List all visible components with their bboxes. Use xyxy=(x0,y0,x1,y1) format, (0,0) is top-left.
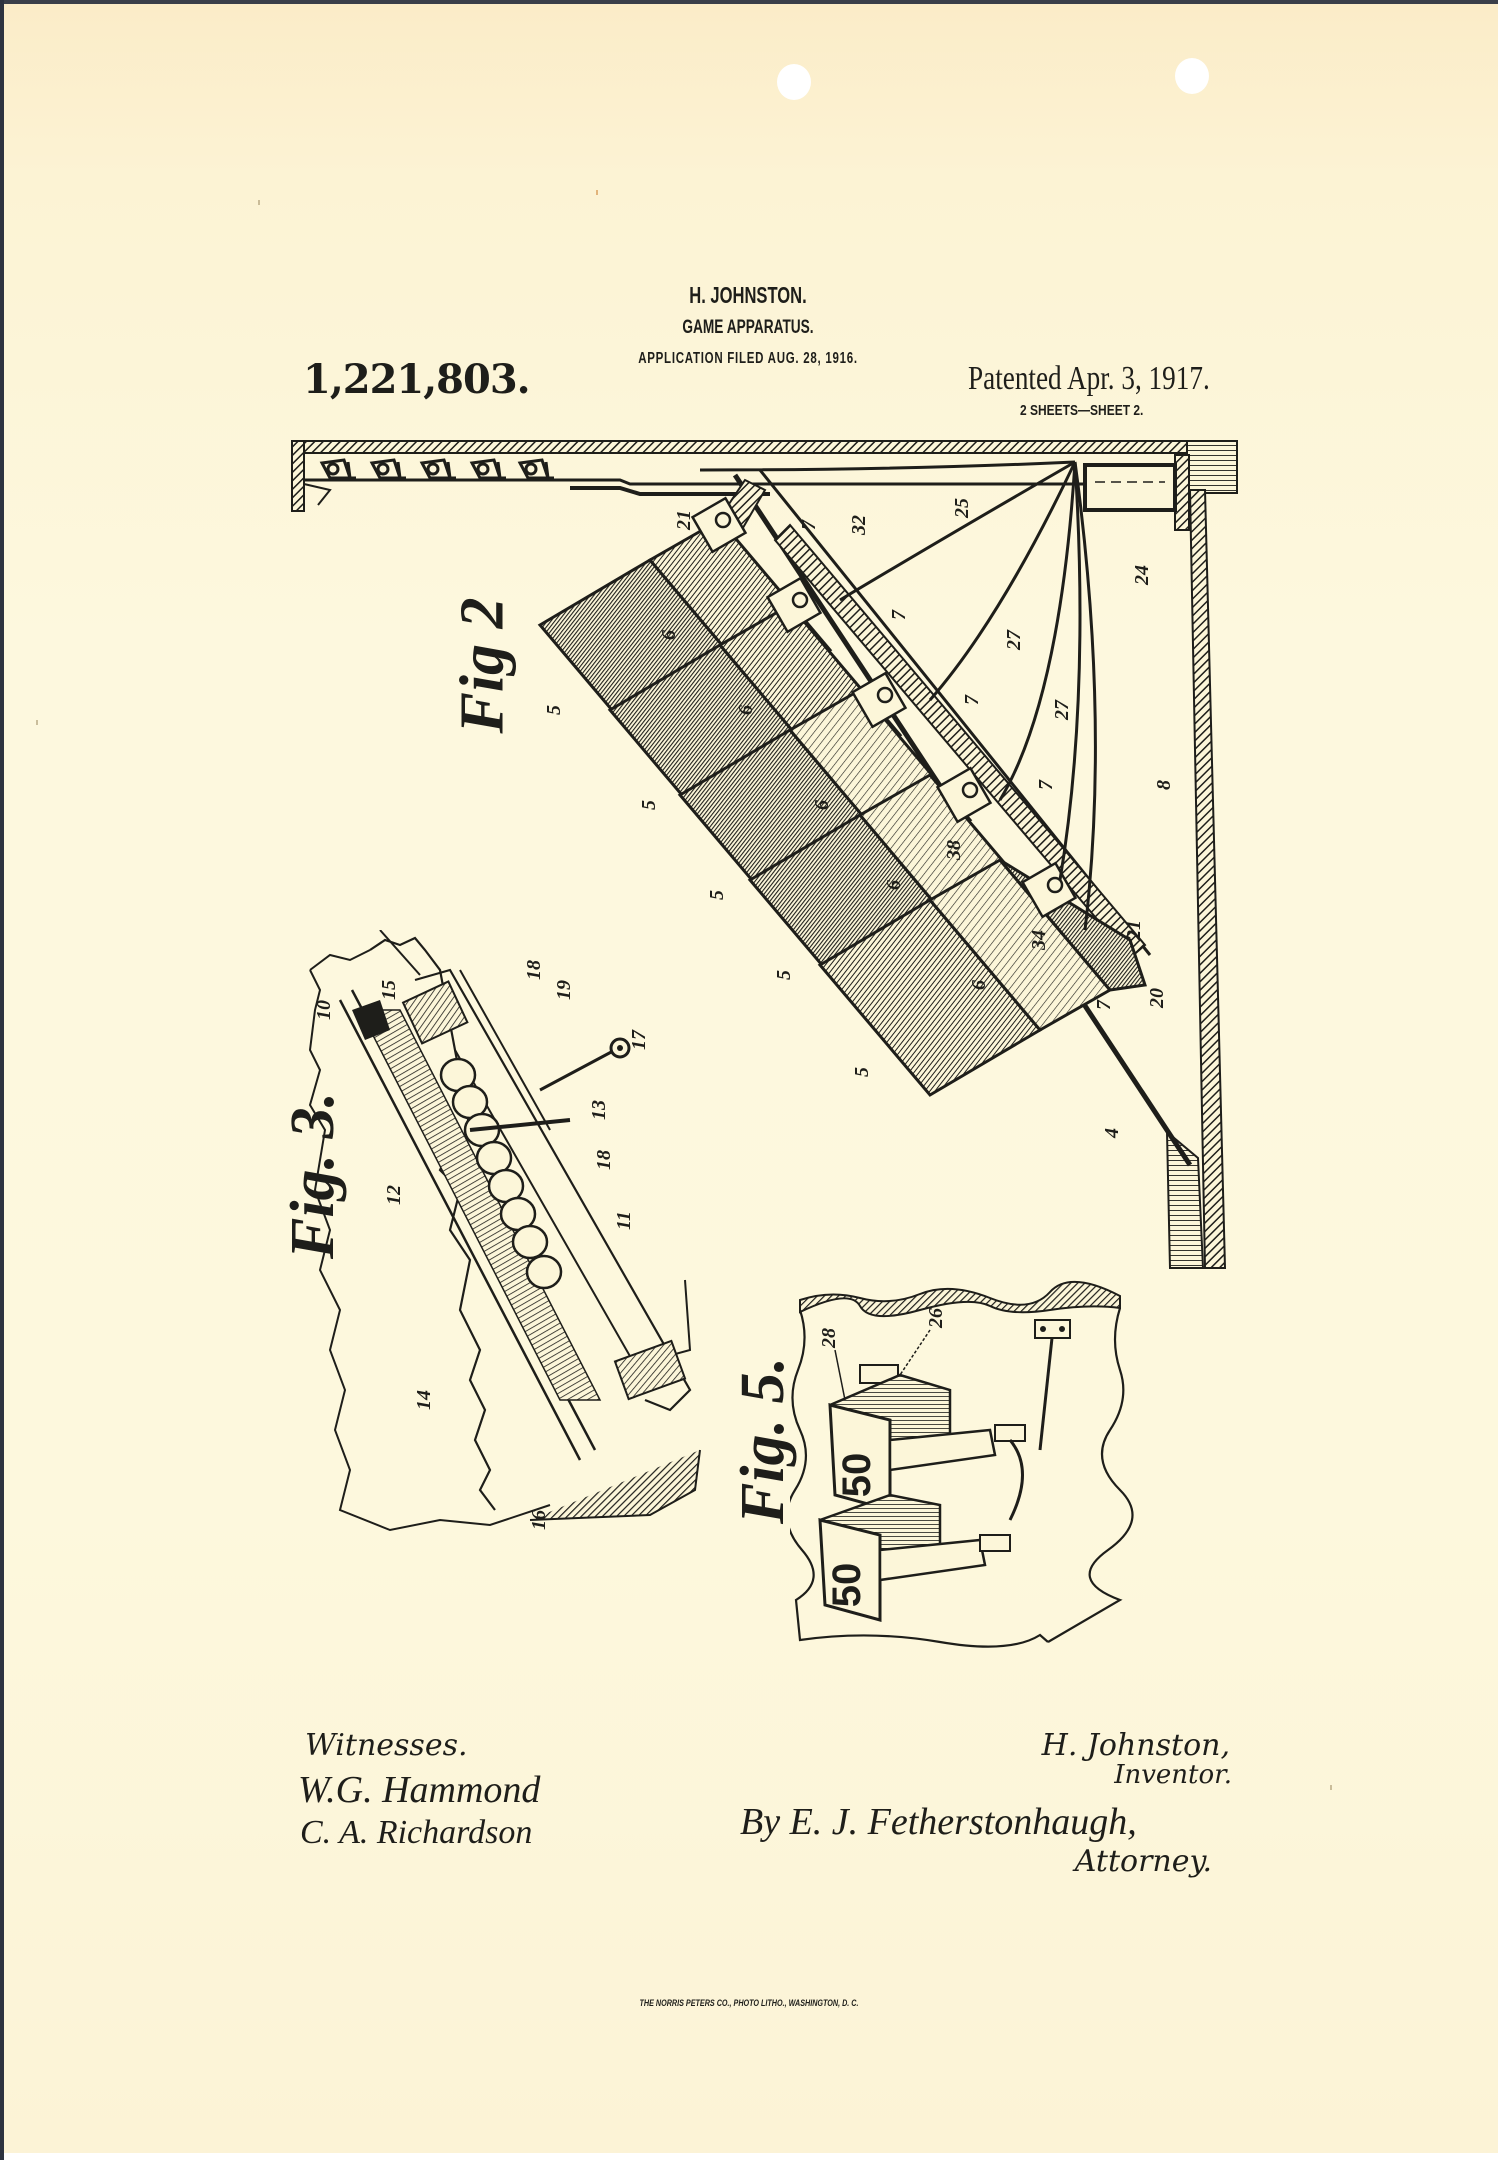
svg-text:32: 32 xyxy=(848,515,870,536)
fig2-drawing: 25 24 32 21 27 27 8 5 5 5 5 5 6 6 6 6 6 … xyxy=(291,440,1238,1269)
svg-text:14: 14 xyxy=(413,1390,435,1410)
scan-edge-left xyxy=(0,0,4,2160)
svg-text:5: 5 xyxy=(706,890,728,900)
attorney-role: Attorney. xyxy=(1074,1844,1212,1879)
svg-text:19: 19 xyxy=(553,980,575,1000)
svg-text:11: 11 xyxy=(613,1211,635,1230)
svg-text:12: 12 xyxy=(383,1185,405,1205)
svg-text:25: 25 xyxy=(951,498,973,519)
fig5-label: Fig. 5. xyxy=(729,1356,798,1525)
svg-text:17: 17 xyxy=(628,1029,650,1050)
fig2-label: Fig 2 xyxy=(448,597,517,734)
svg-text:6: 6 xyxy=(811,800,833,810)
svg-text:24: 24 xyxy=(1131,565,1153,586)
svg-text:5: 5 xyxy=(543,705,565,715)
svg-text:5: 5 xyxy=(851,1067,873,1077)
svg-text:15: 15 xyxy=(378,980,400,1000)
svg-text:6: 6 xyxy=(658,630,680,640)
svg-text:4: 4 xyxy=(1101,1128,1123,1139)
sheet-info: 2 SHEETS—SHEET 2. xyxy=(1020,402,1144,419)
svg-text:6: 6 xyxy=(968,980,990,990)
fig3-label: Fig. 3. xyxy=(279,1091,348,1260)
svg-text:21: 21 xyxy=(1123,920,1145,941)
svg-text:27: 27 xyxy=(1051,699,1073,721)
svg-text:34: 34 xyxy=(1028,930,1050,951)
svg-text:6: 6 xyxy=(883,880,905,890)
svg-text:6: 6 xyxy=(735,705,757,715)
svg-text:38: 38 xyxy=(943,840,965,861)
punch-hole-left xyxy=(777,64,811,100)
inventor-name: H. Johnston, xyxy=(1041,1728,1230,1763)
witnesses-label: Witnesses. xyxy=(305,1728,468,1763)
svg-text:16: 16 xyxy=(528,1510,550,1530)
scan-edge-top xyxy=(0,0,1498,4)
inventor-header: H. JOHNSTON. xyxy=(689,282,807,308)
svg-text:18: 18 xyxy=(593,1150,615,1170)
patented-date: Patented Apr. 3, 1917. xyxy=(968,360,1210,397)
fig3-drawing: 10 15 18 19 17 13 18 12 11 14 16 xyxy=(308,930,701,1532)
svg-text:21: 21 xyxy=(673,510,695,531)
svg-text:13: 13 xyxy=(588,1100,610,1120)
svg-text:20: 20 xyxy=(1146,988,1168,1009)
svg-text:7: 7 xyxy=(798,519,820,530)
svg-text:7: 7 xyxy=(1093,999,1115,1010)
svg-text:8: 8 xyxy=(1153,780,1175,790)
application-filed-date: APPLICATION FILED AUG. 28, 1916. xyxy=(638,350,858,367)
printer-imprint: THE NORRIS PETERS CO., PHOTO LITHO., WAS… xyxy=(639,1998,859,2008)
patent-title: GAME APPARATUS. xyxy=(682,317,814,338)
svg-text:5: 5 xyxy=(773,970,795,980)
svg-text:7: 7 xyxy=(961,694,983,705)
svg-text:28: 28 xyxy=(818,1328,840,1349)
svg-text:26: 26 xyxy=(925,1308,947,1329)
fig5-value-upper: 50 xyxy=(835,1453,879,1498)
paper-speck xyxy=(36,720,38,725)
attorney-signature: By E. J. Fetherstonhaugh, xyxy=(740,1801,1137,1843)
punch-hole-right xyxy=(1175,58,1209,94)
paper-speck xyxy=(258,200,260,205)
witness-signature-2: C. A. Richardson xyxy=(300,1814,533,1851)
svg-text:7: 7 xyxy=(888,609,910,620)
fig5-value-lower: 50 xyxy=(825,1563,869,1608)
paper-speck xyxy=(596,190,598,195)
svg-text:10: 10 xyxy=(313,1000,335,1020)
patent-sheet xyxy=(4,4,1498,2153)
patent-number: 1,221,803. xyxy=(303,356,531,403)
svg-text:5: 5 xyxy=(638,800,660,810)
fig5-drawing: 50 50 28 26 xyxy=(790,1280,1134,1648)
witness-signature-1: W.G. Hammond xyxy=(298,1769,541,1811)
svg-text:27: 27 xyxy=(1003,629,1025,651)
svg-text:18: 18 xyxy=(523,960,545,980)
svg-text:7: 7 xyxy=(1035,779,1057,790)
paper-speck xyxy=(1330,1785,1332,1790)
inventor-role: Inventor. xyxy=(1114,1760,1232,1790)
